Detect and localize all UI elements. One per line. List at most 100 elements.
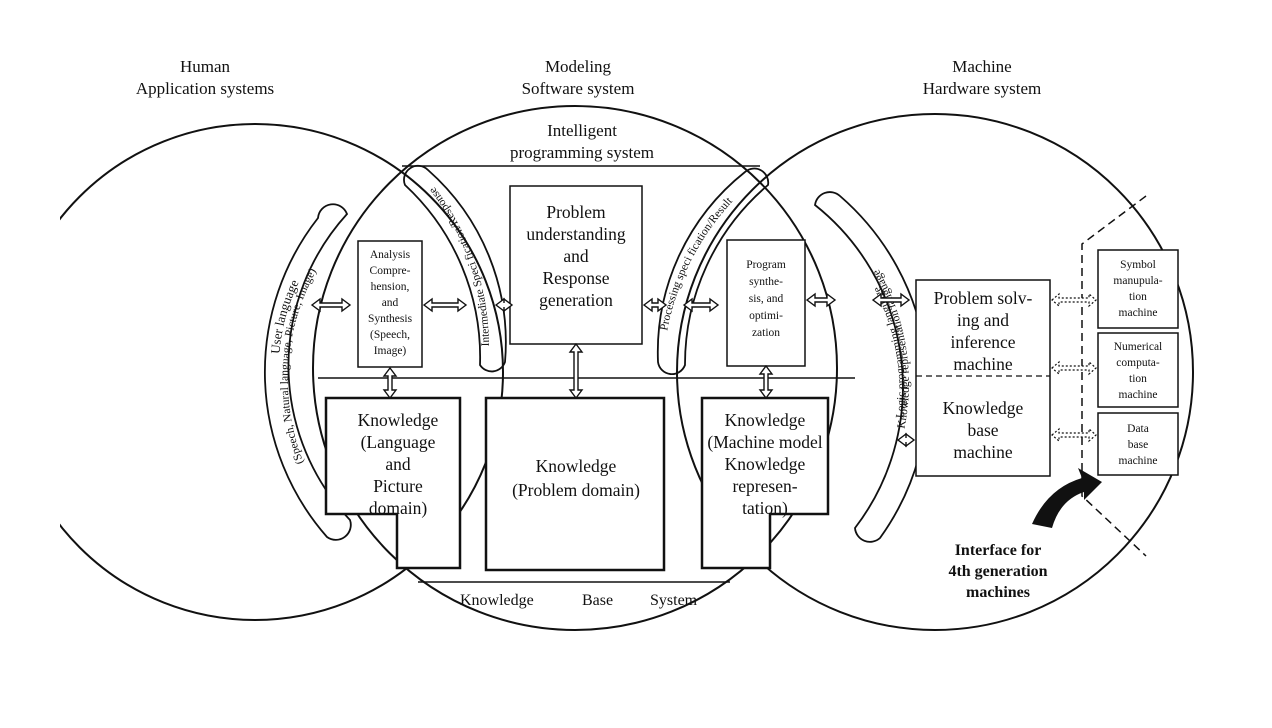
arrow-problem-knowledge (568, 342, 584, 400)
knowledge-language-text: Knowledge (Language and Picture domain) (358, 410, 439, 518)
svg-text:sis, and: sis, and (749, 293, 784, 305)
svg-text:machine: machine (1119, 389, 1158, 401)
symbol-machine-box (1097, 249, 1179, 329)
arrow-analysis-intermediate (422, 297, 468, 313)
svg-text:generation: generation (539, 290, 613, 310)
svg-text:understanding: understanding (526, 224, 625, 244)
svg-text:(Language: (Language (361, 432, 436, 452)
knowledge-problem-box (484, 396, 666, 572)
knowledge-base-system-label: Knowledge Base System (460, 592, 698, 609)
svg-text:machines: machines (966, 584, 1030, 601)
analysis-box (357, 240, 423, 368)
knowledge-machine-box (700, 396, 830, 570)
interface-label: Interface for 4th generation machines (948, 542, 1047, 601)
svg-text:tion: tion (1129, 373, 1147, 385)
svg-text:Picture: Picture (373, 476, 423, 496)
svg-text:domain): domain) (369, 498, 427, 518)
svg-text:Synthesis: Synthesis (368, 313, 413, 325)
svg-text:Response: Response (542, 268, 609, 288)
svg-text:optimi-: optimi- (749, 310, 783, 322)
svg-text:Knowledge: Knowledge (536, 456, 617, 476)
knowledge-problem-text: Knowledge (Problem domain) (512, 456, 640, 500)
numerical-machine-text: Numerical computa- tion machine (1114, 341, 1163, 401)
svg-text:machine: machine (1119, 455, 1158, 467)
numerical-machine-box (1097, 332, 1179, 408)
svg-text:machine: machine (953, 442, 1013, 462)
svg-text:Knowledge: Knowledge (725, 410, 806, 430)
arrow-program-logic (805, 292, 837, 308)
modeling-circle (312, 105, 838, 631)
analysis-box-text: Analysis Compre- hension, and Synthesis … (368, 249, 413, 357)
software-system-heading: Software system (522, 79, 635, 98)
svg-text:Numerical: Numerical (1114, 341, 1163, 353)
program-synthesis-text: Program synthe- sis, and optimi- zation (746, 259, 786, 339)
symbol-machine-text: Symbol manupula- tion machine (1113, 259, 1162, 319)
hardware-system-heading: Hardware system (923, 79, 1042, 98)
hardware-connector-arrows (1051, 292, 1097, 443)
knowledge-language-box (324, 396, 462, 570)
svg-text:Compre-: Compre- (370, 265, 411, 277)
modeling-heading: Modeling (545, 57, 612, 76)
svg-text:base: base (1128, 439, 1148, 451)
problem-understanding-text: Problem understanding and Response gener… (526, 202, 625, 310)
svg-text:(Speech,: (Speech, (370, 329, 410, 341)
svg-text:inference: inference (950, 332, 1015, 352)
svg-text:and: and (563, 246, 589, 266)
arrow-user-analysis (310, 297, 352, 313)
database-machine-box (1097, 412, 1179, 476)
svg-text:Knowledge: Knowledge (943, 398, 1024, 418)
svg-text:Base: Base (582, 592, 613, 609)
arrow-inference-symbol (1051, 292, 1097, 308)
svg-text:Knowledge: Knowledge (358, 410, 439, 430)
svg-text:zation: zation (752, 327, 780, 339)
arrow-program-knowledge (758, 364, 774, 400)
svg-text:4th generation: 4th generation (948, 563, 1047, 580)
svg-text:Analysis: Analysis (370, 249, 411, 261)
svg-text:machine: machine (1119, 307, 1158, 319)
svg-text:and: and (385, 454, 411, 474)
arrow-logic-knowledge-machine (896, 432, 916, 448)
svg-text:synthe-: synthe- (749, 276, 783, 288)
logic-programming-band (814, 191, 930, 543)
problem-solving-text: Problem solv- ing and inference machine (934, 288, 1033, 374)
problem-understanding-box (509, 185, 643, 345)
human-heading: Human (180, 57, 231, 76)
svg-text:tation): tation) (742, 498, 788, 518)
interface-arrow (1032, 468, 1102, 528)
arrow-intermediate-problem (494, 297, 514, 313)
svg-text:Problem solv-: Problem solv- (934, 288, 1033, 308)
interface-boundary (1081, 195, 1147, 557)
svg-text:(Machine model: (Machine model (707, 432, 822, 452)
programming-system-label: programming system (510, 143, 654, 162)
knowledge-machine-text: Knowledge (Machine model Knowledge repre… (707, 410, 822, 518)
intelligent-label: Intelligent (547, 121, 617, 140)
program-synthesis-box (726, 239, 806, 367)
svg-text:Problem: Problem (546, 202, 606, 222)
svg-text:Program: Program (746, 259, 786, 271)
machine-heading: Machine (952, 57, 1011, 76)
svg-text:tion: tion (1129, 291, 1147, 303)
processing-specification-text: Processing speci fication/Result (658, 195, 735, 332)
svg-text:base: base (967, 420, 998, 440)
svg-text:Data: Data (1127, 423, 1149, 435)
database-machine-text: Data base machine (1119, 423, 1158, 467)
processing-specification-band (656, 167, 770, 375)
svg-text:Knowledge: Knowledge (460, 592, 534, 609)
machine-circle (676, 113, 1194, 631)
svg-text:manupula-: manupula- (1113, 275, 1162, 287)
knowledge-base-machine-text: Knowledge base machine (943, 398, 1024, 462)
inference-machine-box (915, 279, 1051, 477)
svg-text:ing and: ing and (957, 310, 1009, 330)
arrow-analysis-knowledge (382, 366, 398, 400)
arrow-logic-inference (871, 292, 911, 308)
intermediate-specification-text: Intermediate Speci fication/Response (427, 185, 492, 347)
svg-text:(Problem domain): (Problem domain) (512, 480, 640, 500)
user-language-band (263, 203, 352, 541)
connector-arrows (310, 292, 916, 448)
svg-text:Knowledge: Knowledge (725, 454, 806, 474)
svg-text:computa-: computa- (1116, 357, 1160, 369)
arrow-problem-processing (642, 297, 668, 313)
intermediate-specification-band (403, 164, 507, 373)
